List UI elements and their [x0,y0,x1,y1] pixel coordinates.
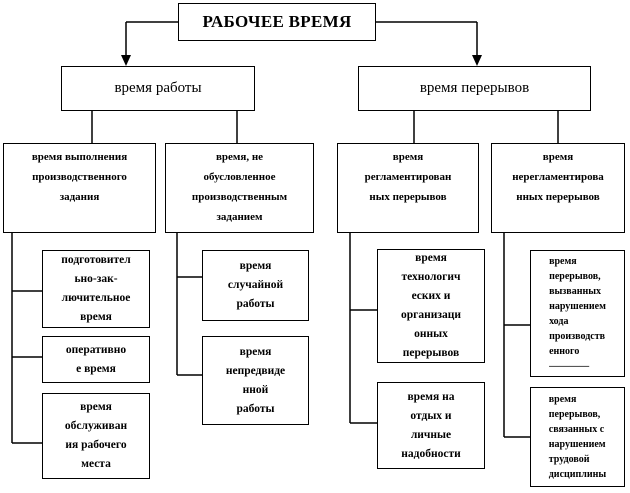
task-execution-time-label: время выполнения производственного задан… [31,151,128,203]
workplace-maintenance-time-label: время обслуживан ия рабочего места [64,401,128,470]
production-disruption-breaks-box: время перерывов, вызванных нарушением хо… [530,250,625,377]
random-work-time-box: время случайной работы [202,250,309,321]
break-time-label: время перерывов [419,80,530,96]
prep-final-time-box: подготовител ьно-зак- лючительное время [42,250,150,328]
workplace-maintenance-time-box: время обслуживан ия рабочего места [42,393,150,479]
root-working-time-box: РАБОЧЕЕ ВРЕМЯ [178,3,376,41]
technological-breaks-label: время технологич еских и организаци онны… [401,252,461,359]
operative-time-label: оперативно е время [65,343,127,375]
operative-time-box: оперативно е время [42,336,150,383]
rest-personal-needs-box: время на отдых и личные надобности [377,382,485,469]
unforeseen-work-time-label: время непредвиде нной работы [225,345,286,415]
technological-breaks-box: время технологич еских и организаци онны… [377,249,485,363]
discipline-violation-breaks-label: время перерывов, связанных с нарушением … [548,394,607,480]
rest-personal-needs-label: время на отдых и личные надобности [401,390,461,460]
unregulated-breaks-box: время нерегламентирова нных перерывов [491,143,625,233]
random-work-time-label: время случайной работы [227,260,284,310]
prep-final-time-label: подготовител ьно-зак- лючительное время [61,254,131,323]
non-task-time-label: время, не обусловленное производственным… [191,151,288,223]
task-execution-time-box: время выполнения производственного задан… [3,143,156,233]
production-disruption-breaks-label: время перерывов, вызванных нарушением хо… [549,255,606,372]
regulated-breaks-box: время регламентирован ных перерывов [337,143,479,233]
discipline-violation-breaks-box: время перерывов, связанных с нарушением … [530,387,625,487]
regulated-breaks-label: время регламентирован ных перерывов [364,151,452,203]
work-time-box: время работы [61,66,255,111]
non-task-time-box: время, не обусловленное производственным… [165,143,314,233]
break-time-box: время перерывов [358,66,591,111]
unregulated-breaks-label: время нерегламентирова нных перерывов [512,151,604,203]
unforeseen-work-time-box: время непредвиде нной работы [202,336,309,425]
work-time-label: время работы [114,80,202,96]
root-label: РАБОЧЕЕ ВРЕМЯ [202,12,352,31]
